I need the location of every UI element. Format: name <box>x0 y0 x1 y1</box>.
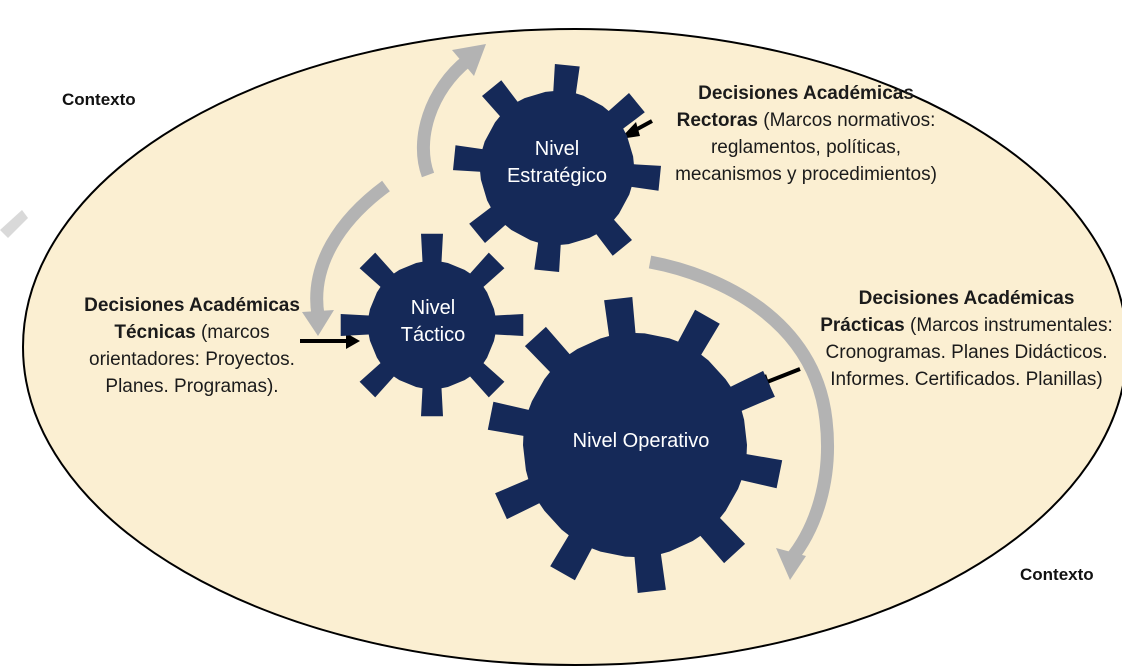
annotation-rectoras-line2: (Marcos normativos: <box>757 110 936 131</box>
annotation-practicas-line4: Informes. Certificados. Planillas) <box>830 369 1103 390</box>
gear-strategic-line2: Estratégico <box>506 165 608 187</box>
gear-tactical-label: Nivel Táctico <box>378 295 488 349</box>
gear-tactical-line1: Nivel <box>410 297 456 319</box>
annotation-tecnicas: Decisiones Académicas Técnicas (marcos o… <box>72 292 312 400</box>
annotation-practicas-line3: Cronogramas. Planes Didácticos. <box>825 342 1108 363</box>
annotation-tecnicas-line3: orientadores: Proyectos. <box>89 349 295 370</box>
cycle-arrow-right <box>648 255 835 565</box>
annotation-tecnicas-line2: (marcos <box>195 322 270 343</box>
gear-strategic-line1: Nivel <box>534 138 580 160</box>
context-label-top: Contexto <box>62 90 136 109</box>
annotation-tecnicas-title: Decisiones Académicas <box>84 295 300 316</box>
annotation-practicas-line2: (Marcos instrumentales: <box>904 315 1113 336</box>
cycle-arrow-left-head <box>302 310 334 336</box>
gear-tactical <box>340 233 524 417</box>
cycle-arrow-upper-head <box>452 44 486 76</box>
cycle-arrow-upper <box>416 54 473 178</box>
gear-operative <box>487 297 783 593</box>
corner-decoration <box>0 210 28 238</box>
annotation-rectoras-line3: reglamentos, políticas, <box>710 137 902 158</box>
annotation-practicas-title: Decisiones Académicas <box>858 288 1075 309</box>
gear-tactical-line2: Táctico <box>400 324 466 346</box>
annotation-rectoras-bold: Rectoras <box>676 110 758 131</box>
gear-operative-label: Nivel Operativo <box>546 428 736 455</box>
annotation-rectoras: Decisiones Académicas Rectoras (Marcos n… <box>656 80 956 188</box>
cycle-arrow-right-head <box>776 548 806 580</box>
gear-operative-line1: Nivel Operativo <box>572 430 710 452</box>
annotation-tecnicas-line4: Planes. Programas). <box>105 376 279 397</box>
annotation-tecnicas-bold: Técnicas <box>114 322 196 343</box>
pointer-arrow-tecnicas <box>300 333 360 349</box>
annotation-practicas-bold: Prácticas <box>820 315 905 336</box>
gear-strategic-label: Nivel Estratégico <box>497 136 617 190</box>
cycle-arrow-left <box>310 180 390 317</box>
annotation-rectoras-line4: mecanismos y procedimientos) <box>675 164 937 185</box>
annotation-rectoras-title: Decisiones Académicas <box>698 83 914 104</box>
gear-strategic <box>453 64 661 272</box>
context-ellipse <box>22 28 1122 666</box>
context-label-bottom: Contexto <box>1020 565 1094 584</box>
annotation-practicas: Decisiones Académicas Prácticas (Marcos … <box>814 285 1119 393</box>
